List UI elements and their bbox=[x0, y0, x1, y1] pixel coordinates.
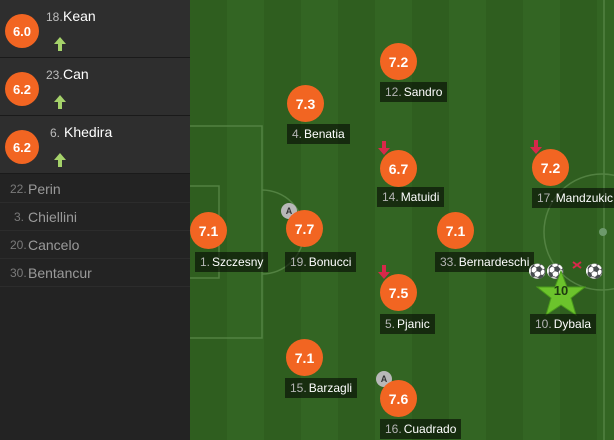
rating-badge: 10 bbox=[553, 283, 569, 298]
player-number: 4. bbox=[292, 127, 303, 141]
sub-in-arrow-icon bbox=[54, 153, 66, 167]
rating-badge: 7.5 bbox=[380, 274, 417, 311]
bench-row[interactable]: 30. Bentancur bbox=[0, 259, 190, 287]
player-label: 12.Sandro bbox=[380, 82, 448, 102]
player-number: 30. bbox=[10, 266, 27, 280]
player-label: 33.Bernardeschi bbox=[435, 252, 535, 272]
sub-out-arrow-icon bbox=[530, 140, 542, 154]
player-name: Kean bbox=[63, 8, 96, 24]
player-name: Khedira bbox=[64, 124, 113, 140]
sub-out-arrow-icon bbox=[378, 265, 390, 279]
player-name: Chiellini bbox=[28, 209, 78, 225]
rating-badge: 7.1 bbox=[190, 212, 227, 249]
player-name: Barzagli bbox=[308, 381, 353, 395]
player-number: 33. bbox=[440, 255, 457, 269]
man-of-the-match-star-icon bbox=[536, 270, 586, 316]
rating-badge: 7.3 bbox=[287, 85, 324, 122]
player-name: Mandzukic bbox=[555, 191, 614, 205]
player-name: Dybala bbox=[553, 317, 592, 331]
rating-badge: 7.1 bbox=[437, 212, 474, 249]
sub-in-arrow-icon bbox=[54, 37, 66, 51]
player-label: 16.Cuadrado bbox=[380, 419, 462, 439]
player-number: 23. bbox=[46, 68, 63, 82]
player-label: 4.Benatia bbox=[287, 124, 350, 144]
assist-boot-icon bbox=[572, 261, 582, 269]
player-number: 19. bbox=[290, 255, 307, 269]
player-label: 17.Mandzukic bbox=[532, 188, 614, 208]
player-name: Szczesny bbox=[212, 255, 264, 269]
pitch: 7.1 1.Szczesny 7.3 4.Benatia A 7.7 19.Bo… bbox=[190, 0, 614, 440]
player-number: 10. bbox=[535, 317, 552, 331]
rating-badge: 6.7 bbox=[380, 150, 417, 187]
player-number: 12. bbox=[385, 85, 402, 99]
goal-ball-icon: ⚽ bbox=[586, 263, 604, 279]
rating-badge: 7.6 bbox=[380, 380, 417, 417]
player-name: Perin bbox=[28, 181, 61, 197]
player-number: 16. bbox=[385, 422, 402, 436]
player-number: 6. bbox=[50, 126, 61, 140]
player-number: 22. bbox=[10, 182, 27, 196]
rating-badge: 7.1 bbox=[286, 339, 323, 376]
player-label: 5.Pjanic bbox=[380, 314, 435, 334]
player-name: Pjanic bbox=[397, 317, 430, 331]
bench-row[interactable]: 20. Cancelo bbox=[0, 231, 190, 259]
player-label: 14.Matuidi bbox=[377, 187, 445, 207]
substitute-row[interactable]: 6.0 18. Kean bbox=[0, 0, 190, 58]
player-number: 14. bbox=[382, 190, 399, 204]
player-name: Can bbox=[63, 66, 89, 82]
player-label: 19.Bonucci bbox=[285, 252, 357, 272]
bench-row[interactable]: 3. Chiellini bbox=[0, 203, 190, 231]
player-number: 18. bbox=[46, 10, 63, 24]
bench-row[interactable]: 22. Perin bbox=[0, 175, 190, 203]
player-name: Matuidi bbox=[400, 190, 440, 204]
player-number: 5. bbox=[385, 317, 396, 331]
substitute-row[interactable]: 6.2 23. Can bbox=[0, 58, 190, 116]
player-name: Cancelo bbox=[28, 237, 80, 253]
player-number: 17. bbox=[537, 191, 554, 205]
player-name: Bonucci bbox=[308, 255, 352, 269]
player-number: 3. bbox=[14, 210, 25, 224]
player-label: 1.Szczesny bbox=[195, 252, 269, 272]
substitutes-sidebar: 6.0 18. Kean 6.2 23. Can 6.2 6. Khedira … bbox=[0, 0, 190, 440]
sub-in-arrow-icon bbox=[54, 95, 66, 109]
player-number: 15. bbox=[290, 381, 307, 395]
player-label: 15.Barzagli bbox=[285, 378, 358, 398]
player-number: 1. bbox=[200, 255, 211, 269]
player-label: 10.Dybala bbox=[530, 314, 597, 334]
substitute-row[interactable]: 6.2 6. Khedira bbox=[0, 116, 190, 174]
sub-out-arrow-icon bbox=[378, 141, 390, 155]
player-name: Benatia bbox=[304, 127, 345, 141]
player-name: Bernardeschi bbox=[458, 255, 530, 269]
player-name: Bentancur bbox=[28, 265, 92, 281]
rating-badge: 7.2 bbox=[532, 149, 569, 186]
rating-badge: 6.2 bbox=[5, 130, 39, 164]
rating-badge: 6.2 bbox=[5, 72, 39, 106]
player-name: Sandro bbox=[403, 85, 443, 99]
rating-badge: 7.7 bbox=[286, 210, 323, 247]
rating-badge: 6.0 bbox=[5, 14, 39, 48]
rating-badge: 7.2 bbox=[380, 43, 417, 80]
player-number: 20. bbox=[10, 238, 27, 252]
player-name: Cuadrado bbox=[403, 422, 457, 436]
